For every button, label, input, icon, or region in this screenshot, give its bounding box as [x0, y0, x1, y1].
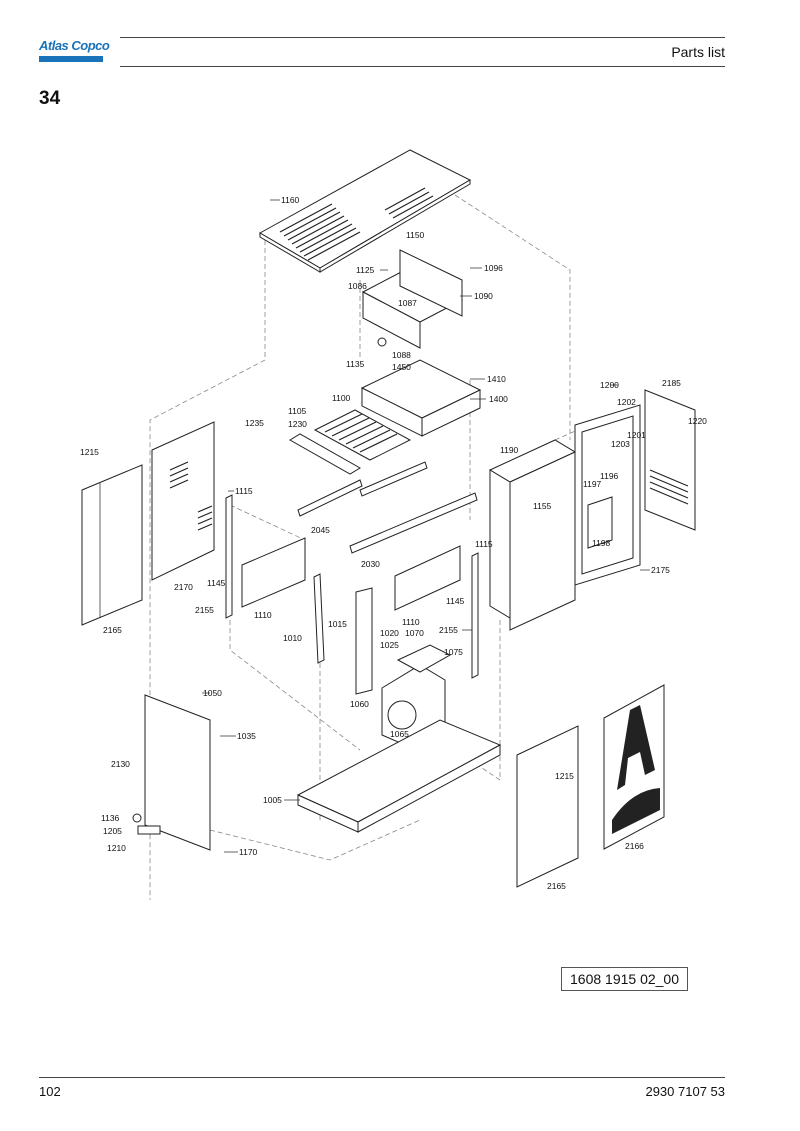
chapter-number: 34	[39, 88, 61, 109]
callout-1070: 1070	[405, 628, 424, 638]
callout-2185: 2185	[662, 378, 681, 388]
header-rule-bottom	[120, 66, 725, 67]
fan-housing-part	[360, 359, 482, 437]
cooler-part	[289, 409, 412, 475]
callout-1205: 1205	[103, 826, 122, 836]
callout-1145-right: 1145	[446, 596, 465, 606]
cabinet-door-part	[574, 389, 696, 586]
callout-1215-left: 1215	[80, 447, 99, 457]
atlas-copco-logo: Atlas Copco	[39, 38, 110, 66]
right-side-panels	[516, 684, 665, 888]
callout-1065: 1065	[390, 729, 409, 739]
callout-1220: 1220	[688, 416, 707, 426]
callout-2165-left: 2165	[103, 625, 122, 635]
front-panel-part	[132, 694, 211, 851]
callout-1201: 1201	[627, 430, 646, 440]
bracket-assembly-part	[361, 249, 464, 349]
callout-1115-left: 1115	[235, 486, 253, 496]
callout-1010: 1010	[283, 633, 302, 643]
callout-1215-right: 1215	[555, 771, 574, 781]
callout-1125: 1125	[356, 265, 375, 275]
callout-2155-right: 2155	[439, 625, 458, 635]
callout-1090: 1090	[474, 291, 493, 301]
callout-2130: 2130	[111, 759, 130, 769]
callout-2165-right: 2165	[547, 881, 566, 891]
section-title: Parts list	[671, 44, 725, 60]
callout-1025: 1025	[380, 640, 399, 650]
callout-1197: 1197	[583, 479, 602, 489]
logo-wordmark: Atlas Copco	[39, 38, 110, 53]
callout-1136: 1136	[101, 813, 120, 823]
callout-1198: 1198	[592, 538, 611, 548]
left-side-panels	[81, 421, 215, 626]
top-cover-part	[258, 149, 472, 273]
page-number: 102	[39, 1084, 61, 1099]
callout-1203: 1203	[611, 439, 630, 449]
callout-2045: 2045	[311, 525, 330, 535]
callout-2170: 2170	[174, 582, 193, 592]
callout-1020: 1020	[380, 628, 399, 638]
callout-1015: 1015	[328, 619, 347, 629]
leader-lines	[202, 199, 650, 853]
electric-cabinet-part	[488, 439, 577, 631]
callout-1155: 1155	[533, 501, 552, 511]
callout-1230: 1230	[288, 419, 307, 429]
callout-1135: 1135	[346, 359, 365, 369]
callout-1035: 1035	[237, 731, 256, 741]
header-rule-top	[120, 37, 725, 38]
callout-1100: 1100	[332, 393, 351, 403]
callout-1096: 1096	[484, 263, 503, 273]
callout-1202: 1202	[617, 397, 636, 407]
document-number: 2930 7107 53	[645, 1084, 725, 1099]
callout-2030: 2030	[361, 559, 380, 569]
callout-2175: 2175	[651, 565, 670, 575]
frame-posts	[225, 461, 479, 695]
inner-panels	[241, 537, 461, 611]
drawing-reference-box: 1608 1915 02_00	[561, 967, 688, 991]
callout-1050: 1050	[203, 688, 222, 698]
callout-1200: 1200	[600, 380, 619, 390]
callout-1110-left: 1110	[254, 610, 272, 620]
callout-1145-left: 1145	[207, 578, 226, 588]
callout-1150: 1150	[406, 230, 425, 240]
callout-2155-left: 2155	[195, 605, 214, 615]
callout-1190: 1190	[500, 445, 519, 455]
callout-1210: 1210	[107, 843, 126, 853]
callout-1105: 1105	[288, 406, 307, 416]
callout-1005: 1005	[263, 795, 282, 805]
base-frame-part	[296, 719, 502, 833]
callout-1087: 1087	[398, 298, 417, 308]
callout-1115-right: 1115	[475, 539, 493, 549]
callout-1170: 1170	[239, 847, 258, 857]
callout-1086: 1086	[348, 281, 367, 291]
callout-1160: 1160	[281, 195, 300, 205]
callout-1110-right: 1110	[402, 617, 420, 627]
callout-1088: 1088	[392, 350, 411, 360]
callout-1235: 1235	[245, 418, 264, 428]
callout-1060: 1060	[350, 699, 369, 709]
callout-1410: 1410	[487, 374, 506, 384]
callout-2166: 2166	[625, 841, 644, 851]
callout-1075: 1075	[444, 647, 463, 657]
callout-1196: 1196	[600, 471, 619, 481]
footer-rule	[39, 1077, 725, 1078]
logo-bar	[39, 56, 103, 62]
callout-1450: 1450	[392, 362, 411, 372]
callout-labels: 1160 1150 1125 1096 1086 1090 1087 1088 …	[80, 195, 707, 891]
callout-1400: 1400	[489, 394, 508, 404]
